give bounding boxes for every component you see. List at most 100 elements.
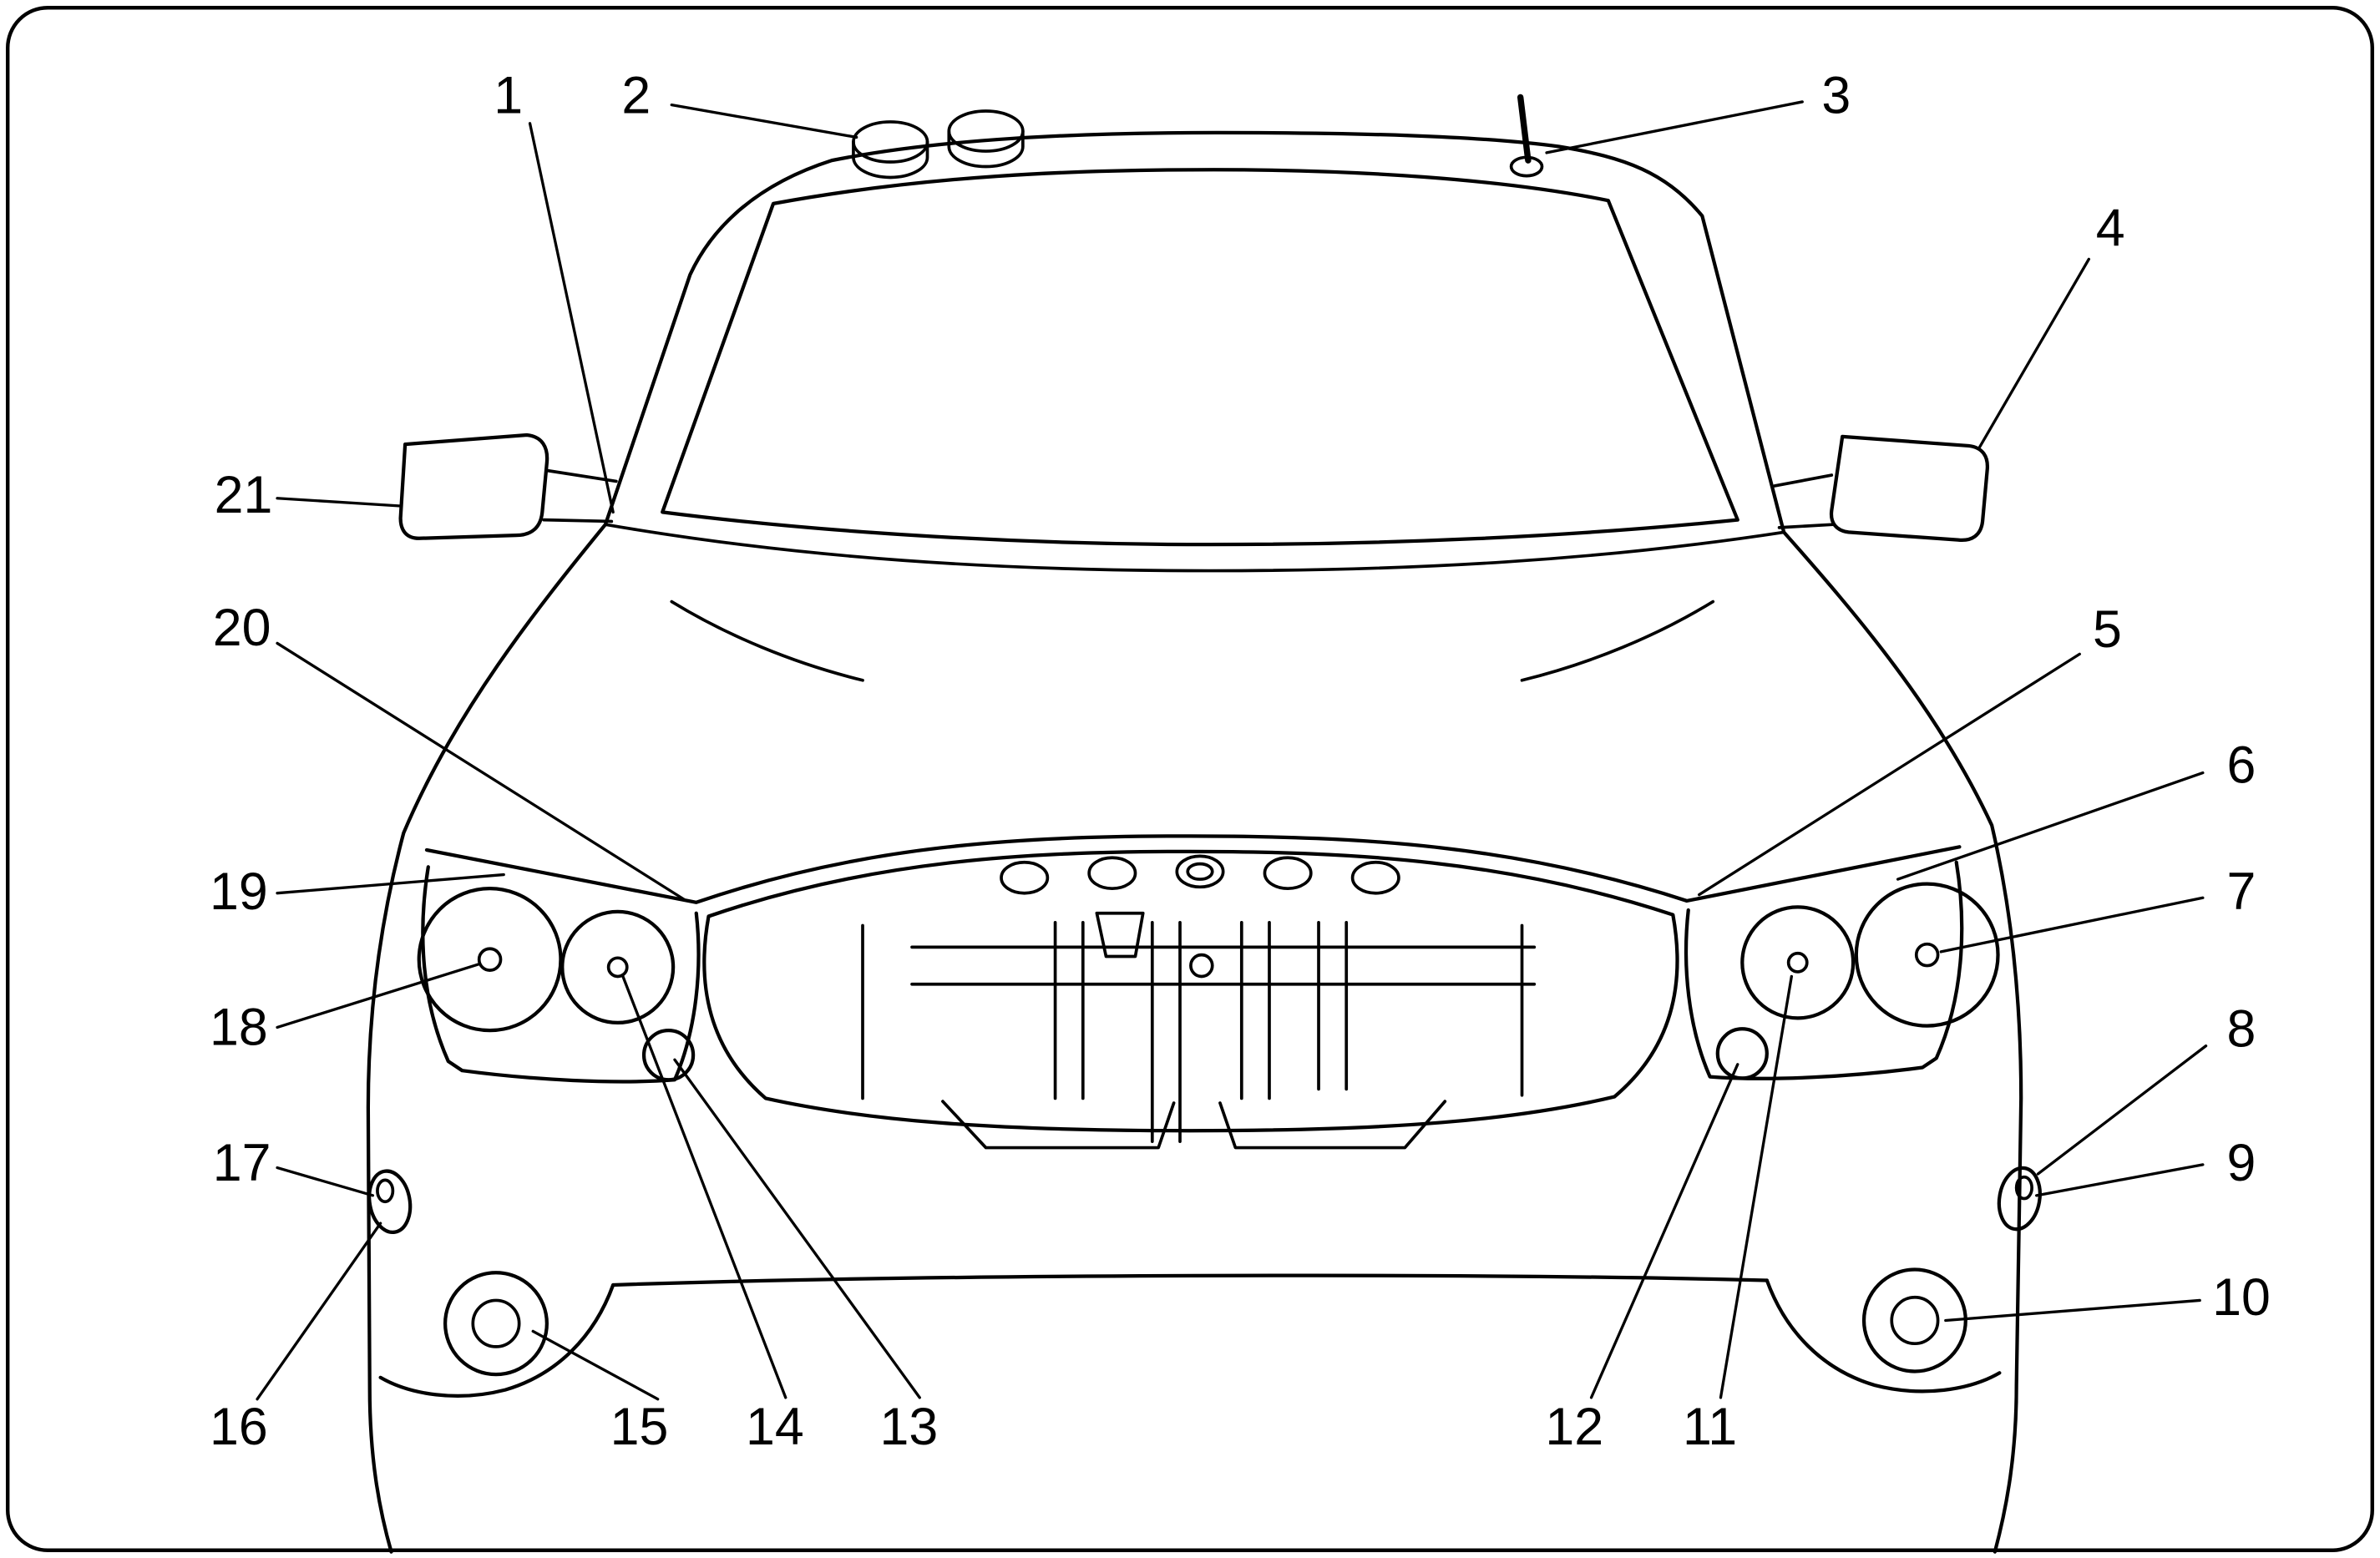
callout-18: 18: [210, 963, 481, 1056]
left-inner-headlamp-bulb: [606, 956, 629, 979]
callout-17-label: 17: [213, 1134, 271, 1192]
callout-19: 19: [210, 862, 505, 921]
right-inner-headlamp-bulb: [1786, 951, 1809, 974]
bumper-left-pocket: [378, 1282, 615, 1398]
right-outer-headlamp-bulb: [1914, 942, 1940, 968]
callout-6-label: 6: [2227, 736, 2256, 794]
callout-16-leader: [256, 1222, 382, 1401]
callout-19-label: 19: [210, 862, 268, 921]
callout-8: 8: [2036, 999, 2256, 1176]
roof-marker-lamp-body: [852, 140, 929, 180]
roof-marker-lamp: [947, 109, 1025, 153]
lower-notch-right: [1218, 1100, 1447, 1150]
callout-21-leader: [276, 497, 403, 508]
callout-3-label: 3: [1821, 67, 1851, 125]
left-turn-lamp: [641, 1029, 696, 1082]
callout-1-leader: [528, 122, 615, 514]
callout-5-label: 5: [2093, 600, 2122, 659]
callout-7-label: 7: [2227, 862, 2256, 921]
callout-12-label: 12: [1545, 1398, 1603, 1456]
callout-11-leader: [1719, 974, 1793, 1399]
support-side-walls: [861, 923, 1524, 1100]
right-side-marker-bulb: [2014, 1175, 2033, 1201]
callout-15-label: 15: [610, 1398, 669, 1456]
callout-1-label: 1: [494, 67, 523, 125]
callout-18-label: 18: [210, 998, 268, 1056]
left-side-marker-lens: [367, 1169, 413, 1234]
callout-17-leader: [276, 1166, 375, 1197]
left-fog-lamp-bulb: [471, 1298, 521, 1348]
bumper-right-pocket: [1765, 1278, 2002, 1394]
roof-marker-lamp-body: [947, 129, 1025, 169]
right-mirror: [1773, 434, 1989, 543]
windshield: [661, 168, 1739, 547]
grille-top-ovals: [1000, 854, 1400, 895]
figure-border: [6, 6, 2374, 1552]
callout-2-label: 2: [621, 67, 651, 125]
callout-9-label: 9: [2227, 1134, 2256, 1192]
callout-10: 10: [1944, 1268, 2271, 1327]
left-fog-lamp-lens: [443, 1271, 549, 1377]
crossbeam-hole: [1189, 953, 1214, 979]
left-headlamp-housing: [421, 865, 701, 1084]
callout-11: 11: [1683, 974, 1793, 1456]
left-side-marker: [367, 1169, 413, 1234]
left-side-marker-bulb: [376, 1178, 395, 1204]
grille-oval-inner: [1186, 862, 1214, 881]
support-crossbeam: [910, 945, 1537, 986]
callout-7: 7: [1939, 862, 2256, 954]
callout-1: 1: [494, 67, 615, 514]
callout-5: 5: [1698, 600, 2122, 897]
left-outer-headlamp: [417, 887, 563, 1033]
grille-oval: [1350, 860, 1400, 895]
callout-15-leader: [531, 1329, 660, 1401]
callout-15: 15: [531, 1329, 669, 1456]
callout-14-label: 14: [746, 1398, 804, 1456]
hood-crease-left: [670, 599, 864, 682]
antenna: [1509, 94, 1544, 178]
callout-14: 14: [620, 973, 804, 1456]
callout-10-leader: [1944, 1298, 2201, 1323]
grille-oval: [1000, 860, 1050, 895]
callout-6: 6: [1896, 736, 2256, 881]
antenna-base: [1509, 155, 1544, 178]
callout-20: 20: [213, 599, 686, 901]
callout-11-label: 11: [1683, 1398, 1737, 1456]
left-mirror: [398, 432, 618, 540]
callout-12-leader: [1589, 1063, 1739, 1399]
right-turn-lamp: [1715, 1027, 1769, 1080]
callout-21: 21: [215, 466, 403, 524]
callout-20-leader: [276, 641, 686, 901]
right-fender-line: [1781, 530, 2023, 1554]
left-mirror-arm: [542, 468, 618, 524]
bumper-mid-line: [611, 1273, 1769, 1287]
left-mirror-housing: [398, 432, 549, 540]
grille-oval: [1263, 856, 1313, 891]
right-headlamp-assembly: [1684, 860, 2000, 1080]
callout-8-leader: [2036, 1044, 2208, 1176]
callout-9-leader: [2034, 1163, 2205, 1197]
callout-16-label: 16: [210, 1398, 268, 1456]
roof-marker-lamp: [852, 120, 929, 164]
cowl-line: [604, 523, 1785, 573]
right-inner-headlamp: [1740, 905, 1856, 1020]
right-mirror-arm: [1773, 473, 1835, 529]
vehicle-drawing: [366, 94, 2042, 1554]
support-bar: [1317, 920, 1349, 1091]
right-side-marker: [1997, 1166, 2042, 1232]
callout-7-leader: [1939, 896, 2205, 954]
left-outer-headlamp-bulb: [477, 947, 503, 972]
lower-notch-left: [941, 1100, 1176, 1150]
roof-and-pillars: [603, 130, 1786, 534]
right-mirror-housing: [1829, 434, 1989, 543]
callout-5-leader: [1698, 652, 2081, 897]
support-bar: [1053, 920, 1085, 1100]
callout-6-leader: [1896, 771, 2205, 881]
callout-13: 13: [673, 1058, 938, 1456]
grille-oval: [1087, 856, 1137, 891]
callout-4-leader: [1977, 257, 2091, 449]
callout-12: 12: [1545, 1063, 1739, 1456]
callout-2: 2: [621, 67, 858, 139]
